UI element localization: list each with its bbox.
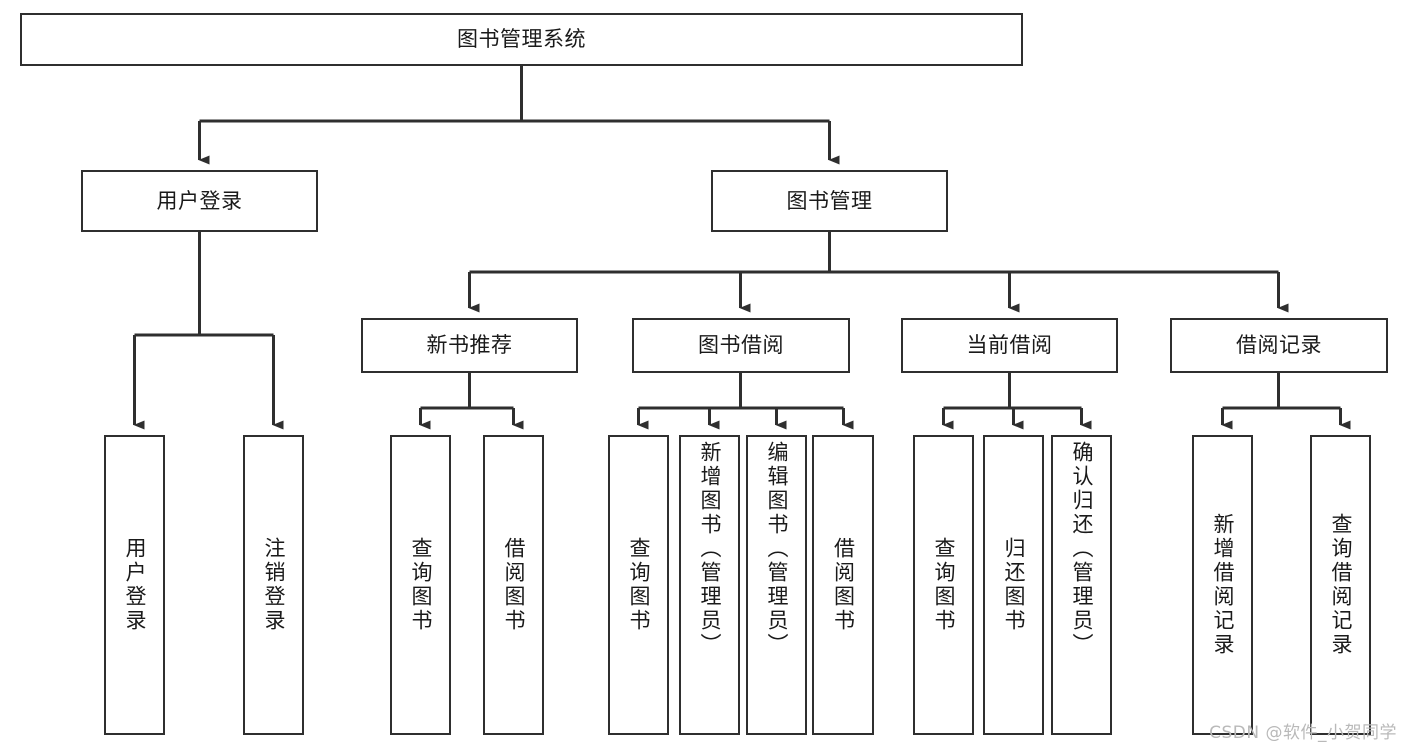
node-current-borrow-label: 当前借阅 xyxy=(966,333,1053,358)
node-new-book-recommend[interactable]: 新书推荐 xyxy=(361,318,578,373)
leaf-node-recommend-query-book-label: 查询图书 xyxy=(409,537,433,633)
leaf-node-borrow-add-book-admin[interactable]: 新增图书（管理员） xyxy=(679,435,740,735)
leaf-node-current-query-book[interactable]: 查询图书 xyxy=(913,435,974,735)
leaf-node-borrow-edit-book-admin[interactable]: 编辑图书（管理员） xyxy=(746,435,807,735)
leaf-node-borrow-lend-book[interactable]: 借阅图书 xyxy=(812,435,874,735)
node-book-borrow-label: 图书借阅 xyxy=(698,333,784,358)
node-borrow-record[interactable]: 借阅记录 xyxy=(1170,318,1388,373)
leaf-node-user-login-label: 用户登录 xyxy=(123,537,147,633)
node-root[interactable]: 图书管理系统 xyxy=(20,13,1023,66)
leaf-node-user-logout-label: 注销登录 xyxy=(262,537,286,633)
leaf-node-borrow-query-book-label: 查询图书 xyxy=(627,537,651,633)
leaf-node-current-return-book-label: 归还图书 xyxy=(1002,537,1026,633)
node-new-book-recommend-label: 新书推荐 xyxy=(426,333,513,358)
node-book-borrow[interactable]: 图书借阅 xyxy=(632,318,850,373)
node-root-label: 图书管理系统 xyxy=(457,27,586,52)
node-borrow-record-label: 借阅记录 xyxy=(1236,333,1322,358)
leaf-node-record-add-borrow-record[interactable]: 新增借阅记录 xyxy=(1192,435,1253,735)
leaf-node-current-return-book[interactable]: 归还图书 xyxy=(983,435,1044,735)
leaf-node-borrow-edit-book-admin-label: 编辑图书（管理员） xyxy=(765,441,789,657)
leaf-node-borrow-lend-book-label: 借阅图书 xyxy=(831,537,856,633)
leaf-node-recommend-query-book[interactable]: 查询图书 xyxy=(390,435,451,735)
leaf-node-record-query-borrow-record[interactable]: 查询借阅记录 xyxy=(1310,435,1371,735)
leaf-node-current-confirm-return-admin-label: 确认归还（管理员） xyxy=(1070,441,1094,657)
node-current-borrow[interactable]: 当前借阅 xyxy=(901,318,1118,373)
leaf-node-user-login[interactable]: 用户登录 xyxy=(104,435,165,735)
leaf-node-user-logout[interactable]: 注销登录 xyxy=(243,435,304,735)
node-book-management[interactable]: 图书管理 xyxy=(711,170,948,232)
node-book-management-label: 图书管理 xyxy=(786,188,873,213)
leaf-node-borrow-query-book[interactable]: 查询图书 xyxy=(608,435,669,735)
leaf-node-current-query-book-label: 查询图书 xyxy=(932,537,956,633)
leaf-node-record-add-borrow-record-label: 新增借阅记录 xyxy=(1211,513,1235,657)
leaf-node-borrow-add-book-admin-label: 新增图书（管理员） xyxy=(698,441,722,657)
node-user-login-label: 用户登录 xyxy=(156,188,243,213)
leaf-node-record-query-borrow-record-label: 查询借阅记录 xyxy=(1329,513,1353,657)
leaf-node-current-confirm-return-admin[interactable]: 确认归还（管理员） xyxy=(1051,435,1112,735)
leaf-node-recommend-borrow-book[interactable]: 借阅图书 xyxy=(483,435,544,735)
leaf-node-recommend-borrow-book-label: 借阅图书 xyxy=(502,537,526,633)
node-user-login[interactable]: 用户登录 xyxy=(81,170,318,232)
